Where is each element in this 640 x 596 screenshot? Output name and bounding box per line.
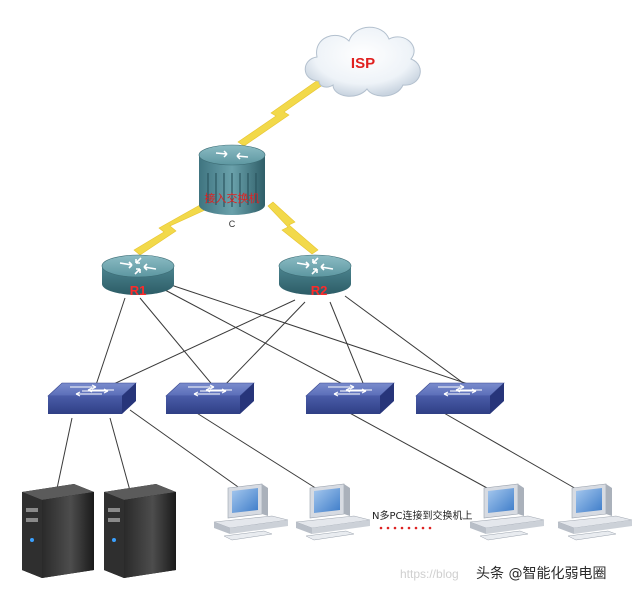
pc-note-text: N多PC连接到交换机上 xyxy=(372,509,473,522)
link-core-r2-bolt xyxy=(267,201,319,255)
server-icon xyxy=(22,484,94,578)
ellipsis-dots xyxy=(379,526,432,530)
watermark-author: 头条 @智能化弱电圈 xyxy=(476,565,606,582)
router-r2: R2 xyxy=(278,254,352,298)
wan-link-isp-bolt xyxy=(237,79,325,147)
pc-2 xyxy=(295,483,371,541)
switch-icon xyxy=(415,382,505,415)
isp-label: ISP xyxy=(351,55,375,72)
switch-icon xyxy=(47,382,137,415)
link-core-r1-bolt xyxy=(133,204,206,256)
router-r2-label: R2 xyxy=(311,283,328,298)
router-r1-label: R1 xyxy=(130,283,147,298)
access-switch-4 xyxy=(415,382,505,415)
core-access-switch: 接入交换机 C xyxy=(198,144,266,229)
pc-icon xyxy=(557,483,633,541)
server-icon xyxy=(104,484,176,578)
pc-icon xyxy=(213,483,289,541)
network-cables xyxy=(54,283,586,499)
core-switch-sublabel: C xyxy=(229,219,236,229)
core-switch-label: 接入交换机 xyxy=(205,191,260,205)
switch-icon xyxy=(165,382,255,415)
server-2 xyxy=(104,484,176,578)
router-r1: R1 xyxy=(101,254,175,298)
access-switch-1 xyxy=(47,382,137,415)
access-switch-2 xyxy=(165,382,255,415)
pc-icon xyxy=(295,483,371,541)
cloud-icon xyxy=(304,26,421,97)
switch-icon xyxy=(305,382,395,415)
server-1 xyxy=(22,484,94,578)
pc-3 xyxy=(469,483,545,541)
router-icon xyxy=(198,144,266,215)
pc-1 xyxy=(213,483,289,541)
watermark-url: https://blog xyxy=(400,567,459,581)
pc-icon xyxy=(469,483,545,541)
pc-4 xyxy=(557,483,633,541)
isp-cloud: ISP xyxy=(304,26,421,97)
access-switch-3 xyxy=(305,382,395,415)
